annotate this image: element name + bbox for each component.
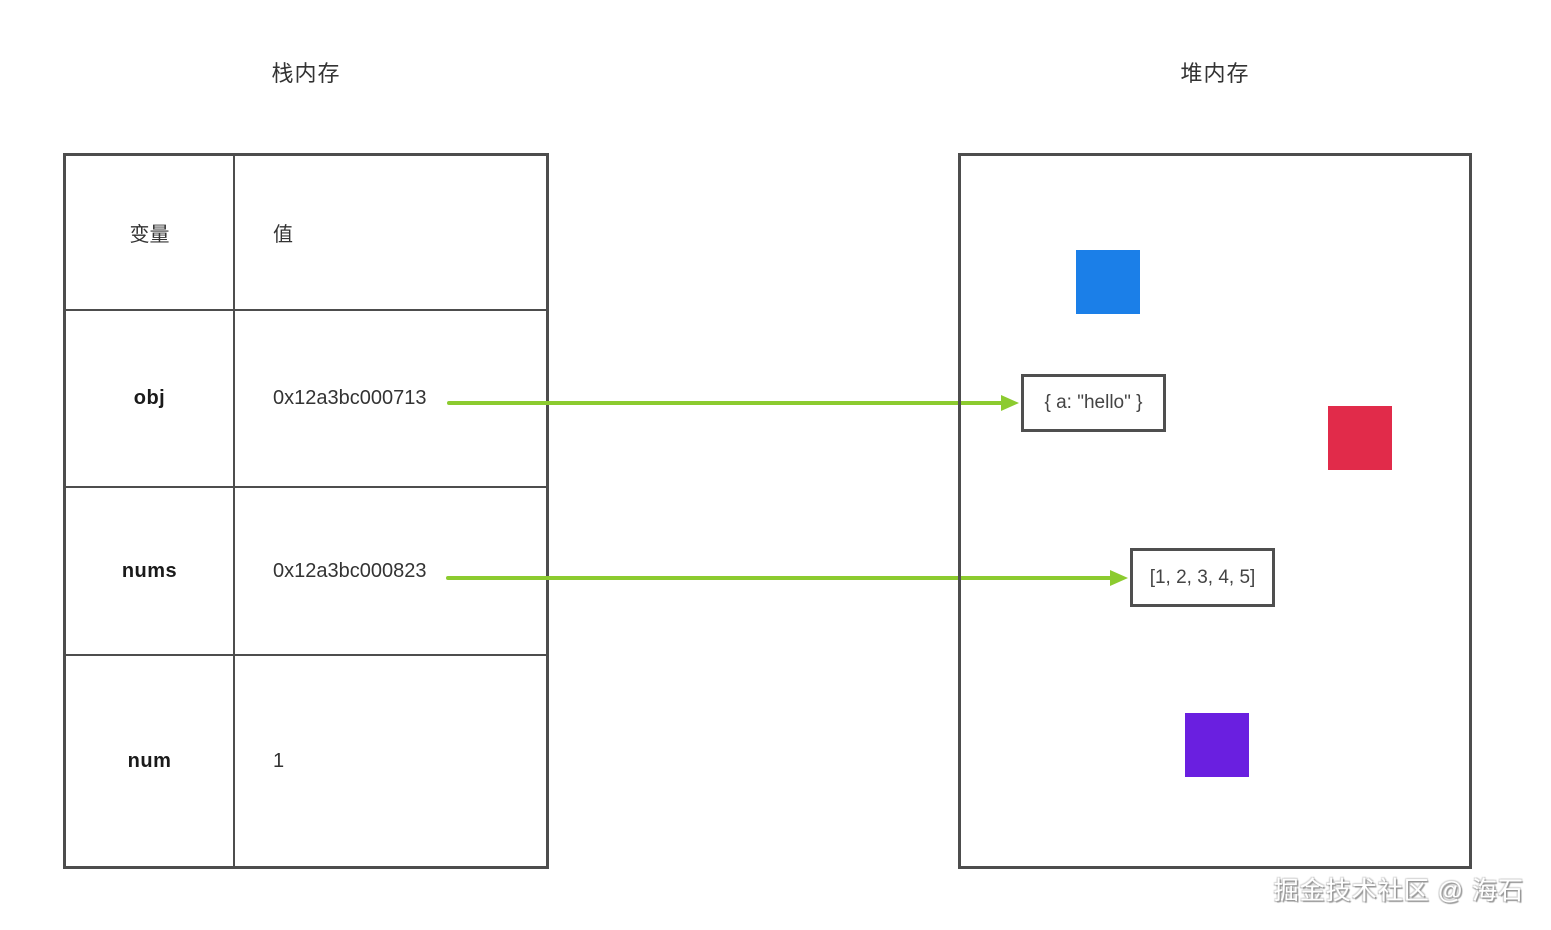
variable-value-nums: 0x12a3bc000823 xyxy=(235,488,546,656)
heap-purple-square xyxy=(1185,713,1249,777)
pointer-arrow-obj-head xyxy=(1001,395,1019,411)
variable-name-num: num xyxy=(66,656,235,866)
community-watermark: 掘金技术社区 @ 海石 xyxy=(1273,877,1524,905)
variable-name-obj: obj xyxy=(66,311,235,488)
stack-memory-table: 变量 值 obj 0x12a3bc000713 nums 0x12a3bc000… xyxy=(63,153,549,869)
pointer-arrow-nums-head xyxy=(1110,570,1128,586)
stack-memory-title: 栈内存 xyxy=(271,61,341,86)
column-header-value: 值 xyxy=(235,156,546,311)
variable-name-nums: nums xyxy=(66,488,235,656)
pointer-arrow-obj-line xyxy=(447,401,1003,405)
column-header-variable: 变量 xyxy=(66,156,235,311)
variable-value-obj: 0x12a3bc000713 xyxy=(235,311,546,488)
heap-blue-square xyxy=(1076,250,1140,314)
heap-object-literal-box: { a: "hello" } xyxy=(1021,374,1166,432)
heap-memory-container: { a: "hello" } [1, 2, 3, 4, 5] xyxy=(958,153,1472,869)
heap-array-literal-box: [1, 2, 3, 4, 5] xyxy=(1130,548,1275,607)
heap-memory-title: 堆内存 xyxy=(1180,61,1250,86)
heap-red-square xyxy=(1328,406,1392,470)
variable-value-num: 1 xyxy=(273,749,285,772)
pointer-arrow-nums-line xyxy=(446,576,1112,580)
